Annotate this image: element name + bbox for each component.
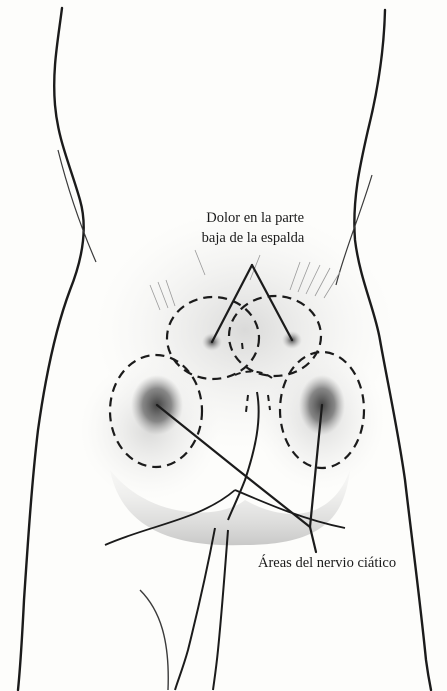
waist-crease-left <box>58 150 96 262</box>
label-lower-back-line1: Dolor en la parte <box>206 210 304 226</box>
right-thigh-line <box>213 530 228 690</box>
label-lower-back-line2: baja de la espalda <box>202 230 305 246</box>
label-sciatic-areas: Áreas del nervio ciático <box>258 554 396 571</box>
left-thigh-line <box>175 528 215 690</box>
body-outline-left <box>18 8 84 690</box>
thigh-crease-left <box>140 590 168 690</box>
